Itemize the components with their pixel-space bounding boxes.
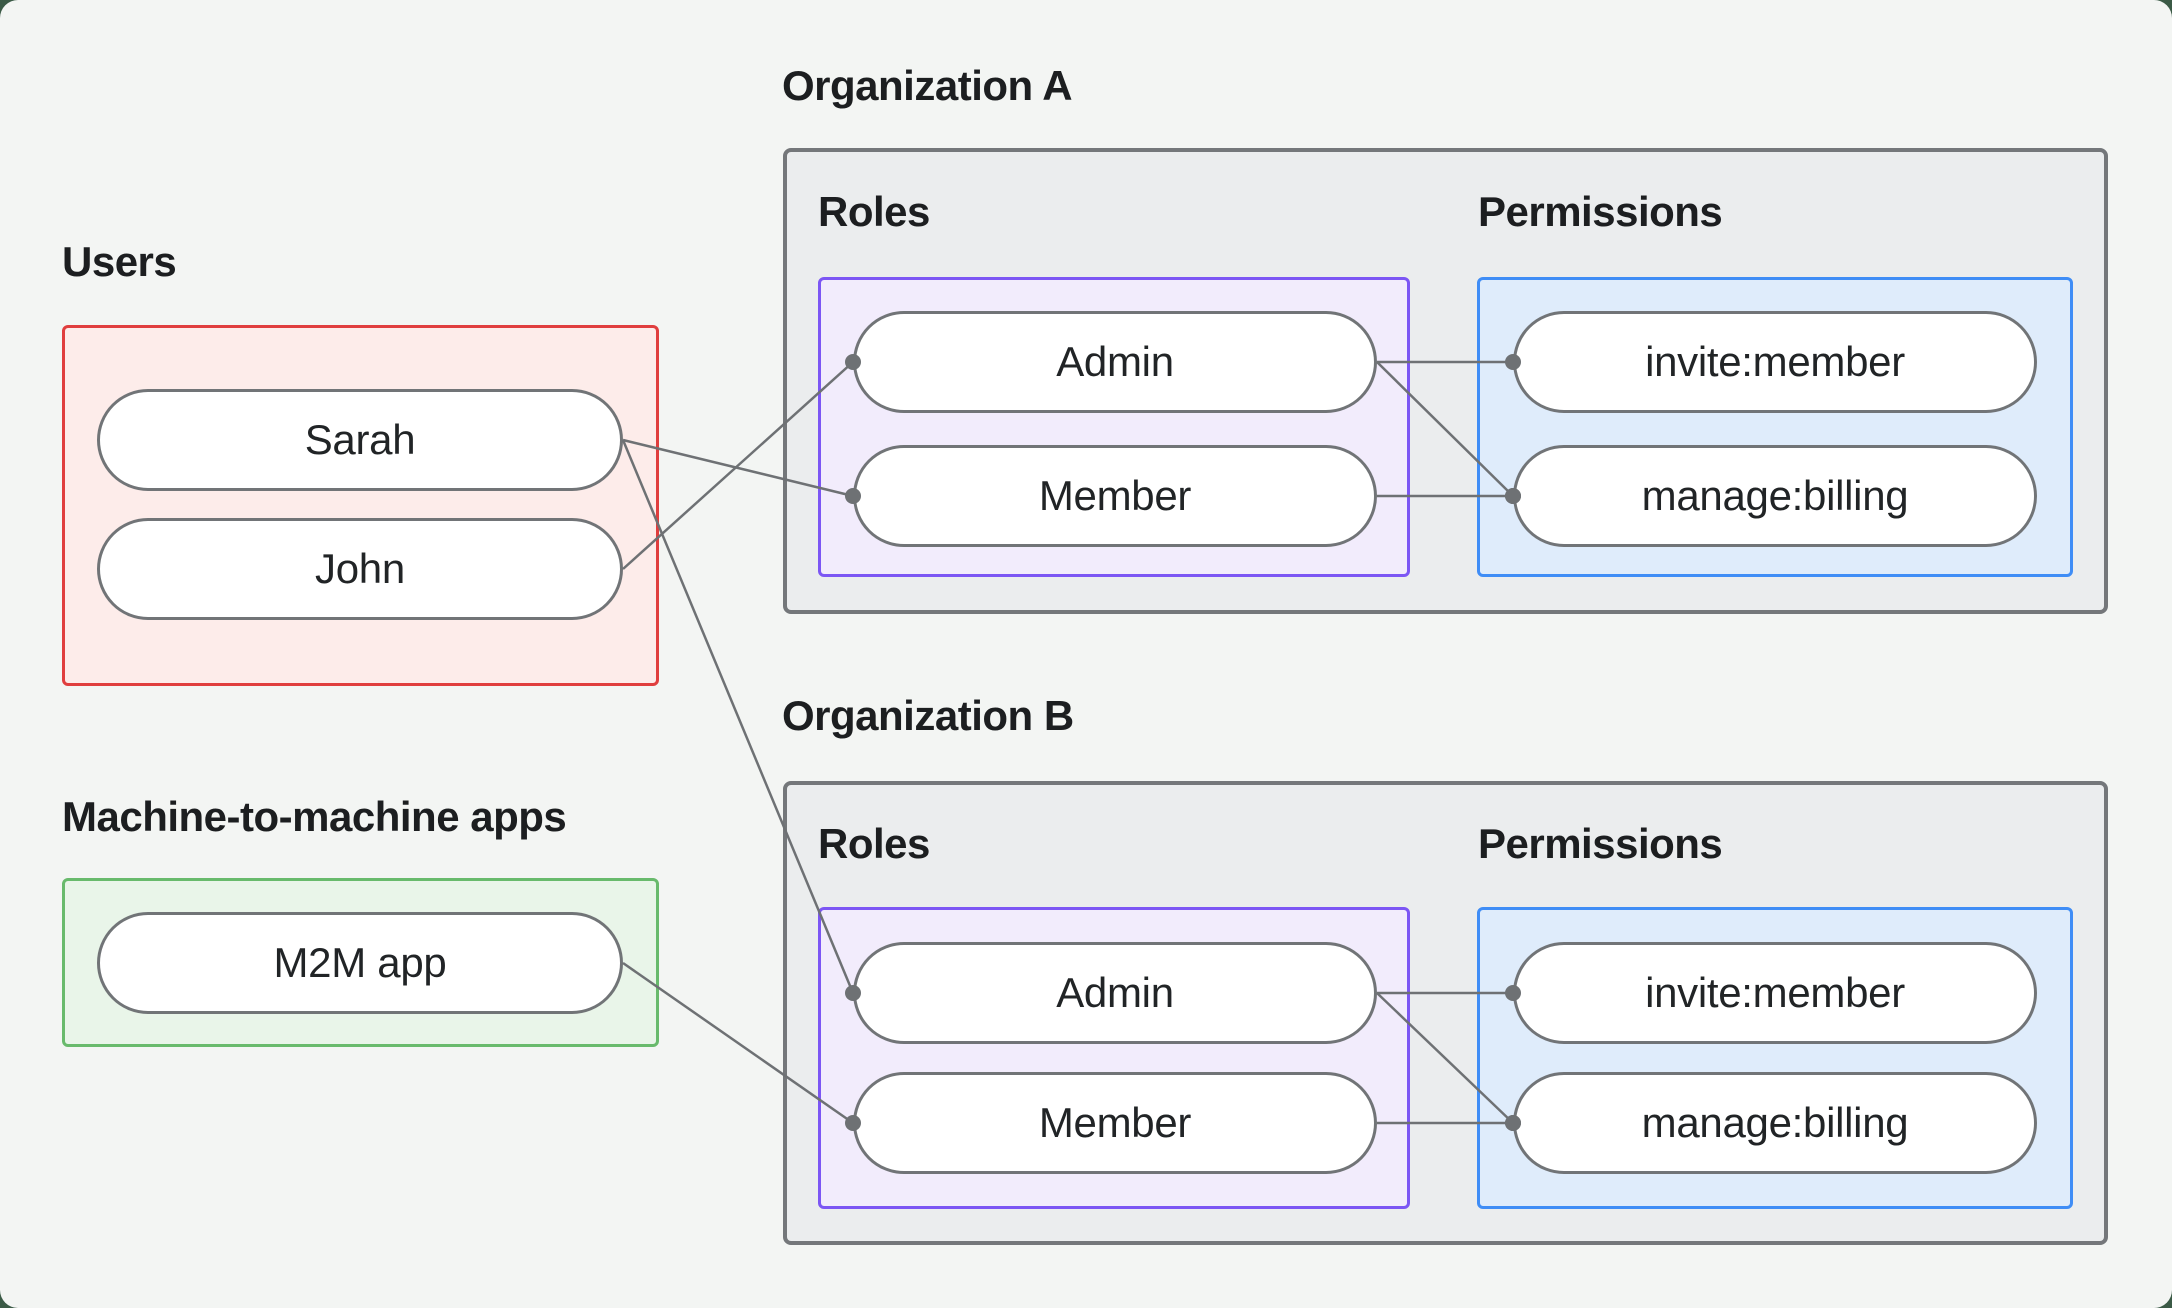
permission-node-label: invite:member [1645, 969, 1905, 1016]
user-node-john: John [97, 518, 623, 620]
role-node-label: Admin [1056, 338, 1174, 385]
m2m-group-title: Machine-to-machine apps [62, 793, 567, 840]
role-node-admin-b: Admin [853, 942, 1377, 1044]
permission-node-label: manage:billing [1641, 1099, 1909, 1146]
m2m-node-label: M2M app [273, 939, 447, 986]
permission-node-manage-billing-a: manage:billing [1513, 445, 2037, 547]
permission-node-label: manage:billing [1641, 472, 1909, 519]
permission-node-manage-billing-b: manage:billing [1513, 1072, 2037, 1174]
users-group-title: Users [62, 238, 177, 285]
role-node-member-a: Member [853, 445, 1377, 547]
role-node-member-b: Member [853, 1072, 1377, 1174]
user-node-label: John [315, 545, 405, 592]
users-group-box [62, 325, 659, 686]
permission-node-invite-member-b: invite:member [1513, 942, 2037, 1044]
user-node-sarah: Sarah [97, 389, 623, 491]
role-node-label: Member [1038, 472, 1192, 519]
organization-b-title: Organization B [782, 692, 1074, 739]
role-node-label: Admin [1056, 969, 1174, 1016]
organization-b-roles-title: Roles [818, 820, 930, 867]
role-node-admin-a: Admin [853, 311, 1377, 413]
organization-a-permissions-title: Permissions [1478, 188, 1723, 235]
m2m-node-app: M2M app [97, 912, 623, 1014]
user-node-label: Sarah [304, 416, 416, 463]
role-node-label: Member [1038, 1099, 1192, 1146]
permission-node-label: invite:member [1645, 338, 1905, 385]
organization-b-permissions-title: Permissions [1478, 820, 1723, 867]
permission-node-invite-member-a: invite:member [1513, 311, 2037, 413]
organization-a-roles-title: Roles [818, 188, 930, 235]
organization-a-title: Organization A [782, 62, 1073, 109]
